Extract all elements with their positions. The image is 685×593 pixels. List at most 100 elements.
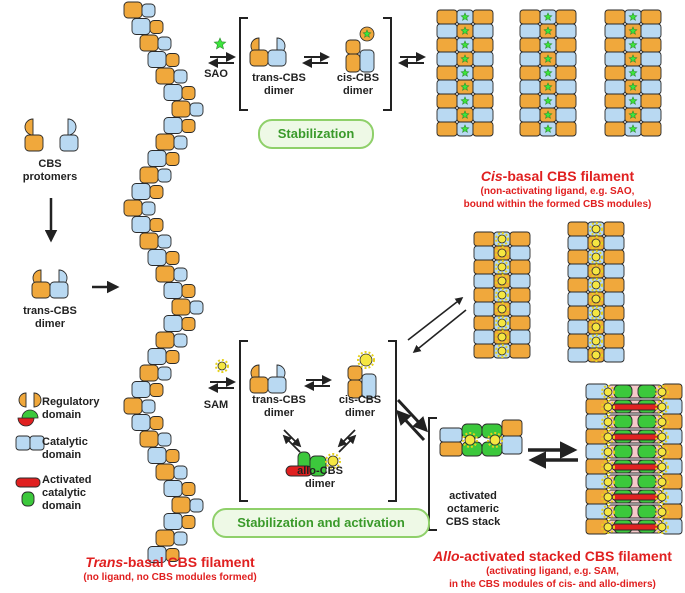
stacked-sam-halo bbox=[655, 520, 669, 534]
trans-caption: Trans-basal CBS filament (no ligand, no … bbox=[83, 554, 257, 583]
cis-filament-c-unit bbox=[640, 23, 662, 39]
act-filament-a-unit bbox=[509, 301, 531, 317]
cis-filament-b-sao bbox=[543, 54, 553, 63]
act-filament-b-sam-halo bbox=[589, 320, 603, 334]
stacked-green bbox=[613, 474, 633, 489]
stacked-sam-halo bbox=[655, 400, 669, 414]
stacked-sam-halo bbox=[601, 400, 615, 414]
act-filament-b-sam bbox=[591, 252, 601, 262]
trans-dimer-top-label: trans-CBS dimer bbox=[252, 72, 306, 97]
act-filament-b-unit bbox=[603, 277, 625, 293]
stacked-green bbox=[637, 474, 657, 489]
cis-filament-c-unit bbox=[640, 93, 662, 109]
trans-filament-unit bbox=[157, 36, 172, 51]
act-filament-b-sam bbox=[591, 294, 601, 304]
trans-filament-unit bbox=[131, 18, 151, 35]
cis-filament-b-unit bbox=[555, 23, 577, 39]
cis-filament-b-unit bbox=[519, 79, 541, 95]
trans-filament-unit bbox=[165, 449, 180, 463]
stacked-sam bbox=[603, 432, 613, 442]
trans-filament-unit bbox=[149, 218, 164, 232]
cis-dimer-mid-reg bbox=[347, 365, 363, 381]
act-filament-a-unit bbox=[509, 245, 531, 261]
cis-filament-a-unit bbox=[436, 121, 458, 137]
stacked-sam-halo bbox=[601, 445, 615, 459]
cis-dimer-mid-cat bbox=[361, 373, 377, 399]
trans-filament-unit bbox=[189, 102, 204, 117]
cis-filament-a-sao bbox=[460, 110, 470, 119]
act-filament-b-sam bbox=[591, 350, 601, 360]
allo-dimer-sam bbox=[327, 455, 339, 467]
act-filament-b-unit bbox=[567, 249, 589, 265]
trans-filament-unit bbox=[165, 350, 180, 364]
act-filament-b-unit bbox=[603, 235, 625, 251]
stacked-red bbox=[611, 433, 659, 441]
sao-label: SAO bbox=[204, 68, 228, 80]
cis-filament-a-unit bbox=[436, 37, 458, 53]
trans-filament-unit bbox=[131, 381, 151, 398]
trans-dimer-mid-cat bbox=[249, 376, 269, 394]
trans-filament-unit bbox=[139, 34, 159, 52]
trans-filament-unit bbox=[171, 100, 191, 118]
act-filament-b-unit bbox=[567, 291, 589, 307]
sam-ligand-icon-halo bbox=[215, 359, 229, 373]
cis-filament-b-unit bbox=[555, 37, 577, 53]
act-filament-b-unit bbox=[567, 347, 589, 363]
cis-filament-c-unit bbox=[604, 37, 626, 53]
act-filament-a-sam-halo bbox=[495, 330, 509, 344]
cis-filament-b-sao bbox=[543, 40, 553, 49]
legend-regulatory-half bbox=[18, 392, 27, 408]
trans-filament-unit bbox=[165, 152, 180, 166]
cis-filament-a-unit bbox=[436, 65, 458, 81]
cis-dimer-top-label: cis-CBS dimer bbox=[336, 72, 380, 97]
stacked-sam bbox=[657, 522, 667, 532]
octamer-sam bbox=[489, 434, 501, 446]
cis-dimer-top-cat bbox=[359, 49, 375, 73]
cis-filament-c-unit bbox=[640, 9, 662, 25]
cis-filament-b-unit bbox=[519, 121, 541, 137]
cis-dimer-mid-head bbox=[359, 353, 373, 367]
to-act-filament-fwd bbox=[407, 297, 464, 341]
act-filament-b-sam-halo bbox=[589, 292, 603, 306]
cis-filament-c-unit bbox=[604, 23, 626, 39]
cis-filament-c-unit bbox=[604, 79, 626, 95]
stacked-sam-halo bbox=[601, 385, 615, 399]
act-filament-b-sam bbox=[591, 322, 601, 332]
stacked-sam bbox=[603, 522, 613, 532]
cis-filament-b-unit bbox=[519, 65, 541, 81]
trans-filament-unit bbox=[157, 366, 172, 381]
cis-filament-c-unit bbox=[604, 107, 626, 123]
protomer-regulatory bbox=[67, 118, 77, 136]
cis-filament-c-unit bbox=[604, 51, 626, 67]
protomers-label: CBS protomers bbox=[22, 158, 78, 183]
legend-catalytic-box bbox=[29, 435, 45, 451]
legend-catalytic-box bbox=[15, 435, 31, 451]
legend-regulatory-label: Regulatory domain bbox=[42, 396, 100, 421]
trans-filament-unit bbox=[173, 135, 188, 150]
trans-filament-unit bbox=[157, 234, 172, 249]
trans-filament-unit bbox=[181, 86, 196, 100]
legend-activated-red-half bbox=[17, 417, 35, 427]
stacked-red bbox=[611, 493, 659, 501]
act-filament-a-sam-halo bbox=[495, 288, 509, 302]
act-filament-a-unit bbox=[473, 231, 495, 247]
trans-filament-unit bbox=[165, 53, 180, 67]
cis-filament-b-unit bbox=[555, 51, 577, 67]
legend-activated-green bbox=[21, 491, 35, 507]
cis-filament-b-unit bbox=[519, 37, 541, 53]
act-filament-a-unit bbox=[509, 329, 531, 345]
trans-filament-unit bbox=[157, 168, 172, 183]
bracket-right-mid bbox=[388, 340, 397, 502]
act-filament-b-unit bbox=[567, 235, 589, 251]
cis-filament-c-sao bbox=[628, 12, 638, 21]
act-filament-a-sam bbox=[497, 248, 507, 258]
trans-filament-unit bbox=[165, 251, 180, 265]
trans-filament-unit bbox=[181, 119, 196, 133]
trans-filament-unit bbox=[173, 465, 188, 480]
stacked-sam-halo bbox=[601, 520, 615, 534]
stacked-sam bbox=[657, 387, 667, 397]
trans-filament-unit bbox=[139, 430, 159, 448]
trans-filament-unit bbox=[173, 531, 188, 546]
trans-filament-unit bbox=[181, 284, 196, 298]
trans-dimer-mid-label: trans-CBS dimer bbox=[252, 394, 306, 419]
